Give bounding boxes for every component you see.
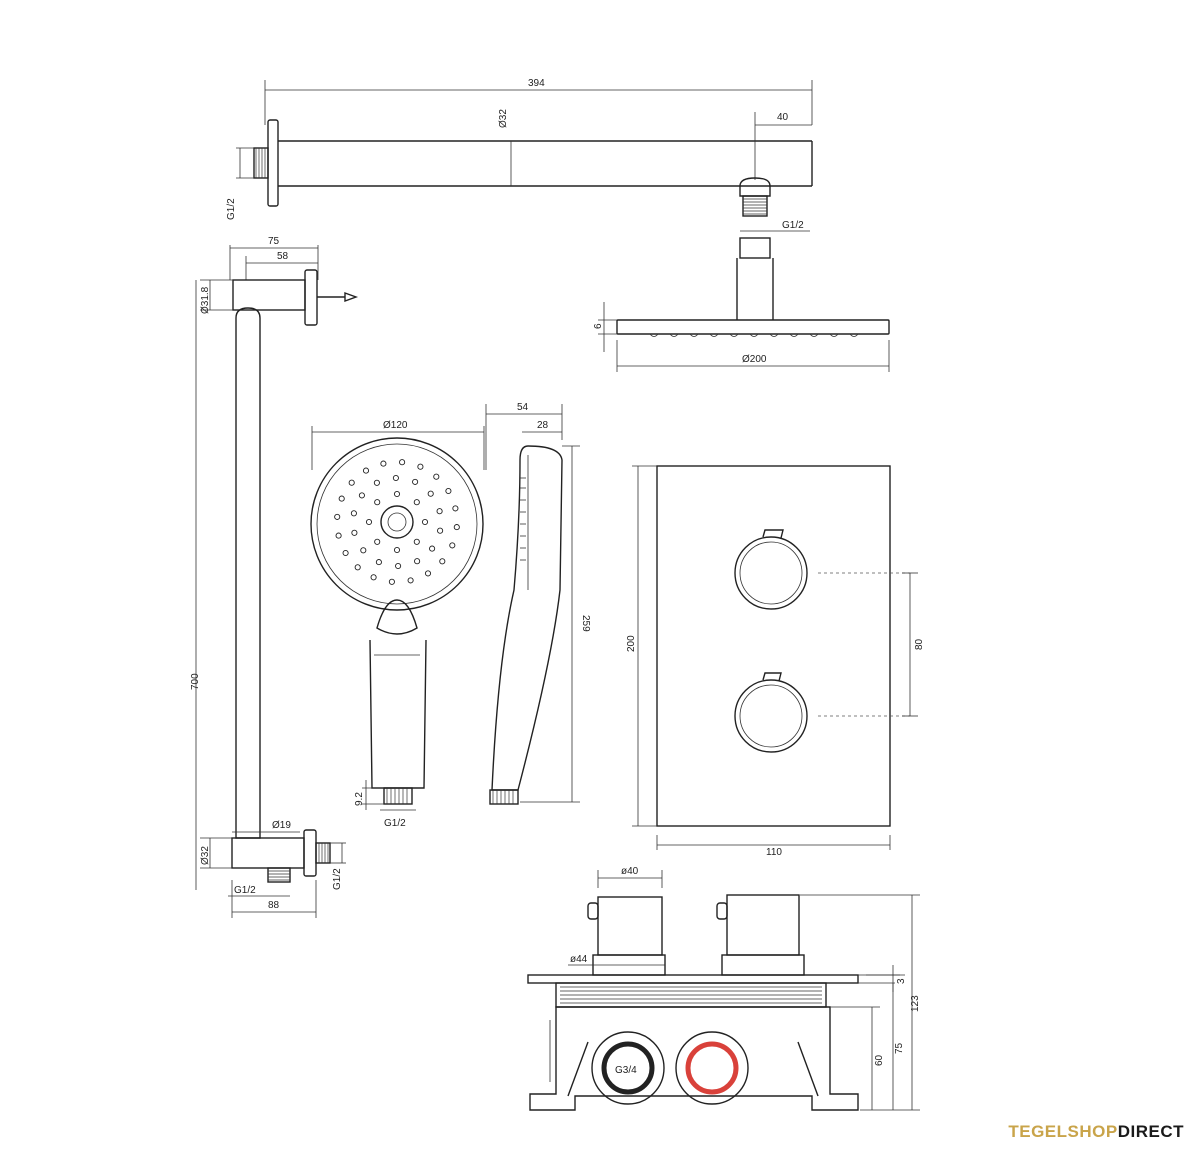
nozzle-dot [437,527,444,534]
dim-hand-diameter: Ø120 [383,420,408,431]
dim-hand-depth-inner: 28 [537,420,549,431]
nozzle-dot [427,490,434,497]
nozzle-dot [393,490,401,498]
nozzle-dot [351,529,358,536]
nozzle-dot [424,570,432,577]
nozzle-dot [433,473,440,480]
dim-box-height: 123 [910,995,921,1012]
nozzle-dot [413,499,420,506]
dim-head-diameter: Ø200 [742,354,767,365]
nozzle-dot [358,492,365,499]
nozzle-dot [393,546,401,554]
dim-box-plate: 3 [896,978,907,984]
dim-rail-thread-right: G1/2 [332,868,343,890]
dim-rail-length: 700 [190,673,201,690]
rain-shower-head: 6 Ø200 [593,237,890,372]
dim-knob-base: ø44 [570,954,588,965]
dim-hand-thread: G1/2 [384,818,406,829]
dim-arm-end-offset: 40 [777,112,789,123]
nozzle-dot [399,459,406,466]
dim-rail-base-width: 88 [268,900,280,911]
brand-part-2: DIRECT [1117,1122,1184,1141]
hand-shower-nozzles [334,459,460,585]
dim-arm-diameter: Ø32 [498,109,509,128]
nozzle-dot [388,578,395,585]
dim-box-mid: 75 [894,1042,905,1054]
inlet-cold: G3/4 [591,1031,665,1105]
nozzle-dot [374,499,381,506]
nozzle-dot [334,513,341,520]
nozzle-dot [342,549,349,557]
thermostat-knob-top [734,529,808,610]
dim-plate-height: 200 [626,635,637,652]
nozzle-dot [395,562,402,570]
dim-rail-bracket: Ø31.8 [200,286,211,314]
inlet-hot [675,1031,749,1105]
slide-rail: 75 58 Ø31.8 700 Ø19 G1/2 [190,236,359,918]
thermostat-plate: 200 110 80 [626,465,925,858]
nozzle-dot [362,467,370,474]
nozzle-dot [350,510,357,517]
nozzle-dot [374,538,381,545]
dim-box-low: 60 [874,1054,885,1066]
nozzle-dot [445,487,452,495]
thermostat-knob-bottom [734,672,808,753]
nozzle-dot [429,545,436,552]
nozzle-dot [370,574,377,581]
nozzle-dot [412,478,419,485]
nozzle-dot [365,518,373,526]
nozzle-dot [338,495,345,502]
hand-shower-side: 54 28 259 [485,402,591,805]
nozzle-dot [453,524,460,531]
nozzle-dot [392,474,399,482]
nozzle-dot [373,479,380,486]
dim-arm-head-thread: G1/2 [782,220,804,231]
nozzle-dot [421,518,429,526]
dim-rail-base: Ø32 [200,846,211,865]
brand-part-1: TEGELSHOP [1008,1122,1118,1141]
nozzle-dot [360,547,367,554]
dim-knob-diameter: ø40 [621,866,639,877]
dim-hand-length: 259 [580,615,591,632]
nozzle-dot [439,558,446,565]
dim-knob-spacing: 80 [914,638,925,650]
nozzle-dot [449,542,456,549]
dim-head-height: 6 [593,323,604,329]
dim-arm-length: 394 [528,78,545,89]
dim-arm-wall-thread: G1/2 [226,198,237,220]
nozzle-dot [354,564,361,571]
dim-rail-depth-outer: 75 [268,236,280,247]
dim-rail-depth-inner: 58 [277,251,289,262]
nozzle-dot [407,577,414,584]
dim-inlet-thread: G3/4 [615,1065,637,1076]
dim-hand-thread-len: 9.2 [354,792,365,806]
hand-shower-front: Ø120 9.2 G1/2 [310,420,485,829]
dim-rail-diameter: Ø19 [272,820,291,831]
nozzle-dot [436,508,443,515]
nozzle-dot [375,559,382,566]
brand-logo: TEGELSHOPDIRECT [1008,1122,1184,1142]
concealed-box: ø40 ø44 G3/4 3 [527,866,921,1111]
shower-arm: 394 G1/2 Ø32 40 G1/2 [226,78,813,232]
nozzle-dot [413,538,420,545]
nozzle-dot [417,463,424,470]
dim-hand-depth: 54 [517,402,529,413]
nozzle-dot [348,479,355,486]
nozzle-dot [414,558,421,565]
nozzle-dot [380,460,387,467]
dim-rail-thread-left: G1/2 [234,885,256,896]
nozzle-dot [335,532,342,539]
dim-plate-width: 110 [766,847,782,858]
nozzle-dot [452,505,459,512]
